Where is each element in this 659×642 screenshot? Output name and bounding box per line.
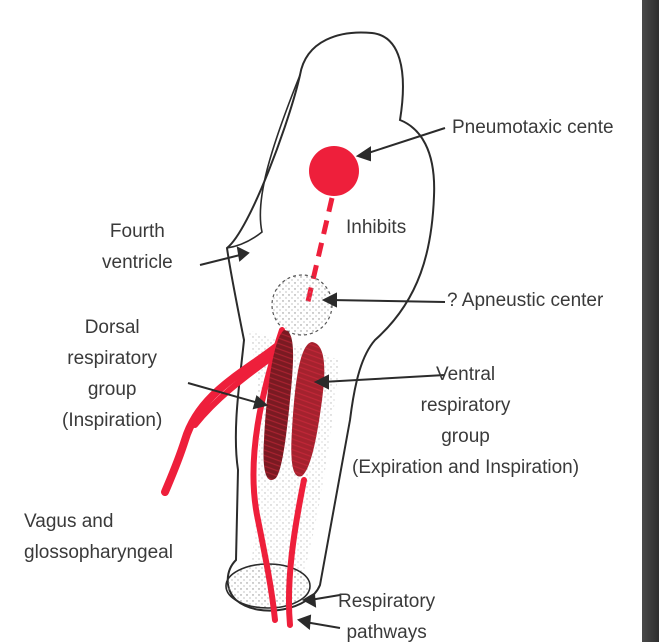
fourth-ventricle-notch xyxy=(227,75,300,248)
vagus-glossopharyngeal-label: Vagus and glossopharyngeal xyxy=(24,506,173,568)
right-edge-bar xyxy=(642,0,659,642)
pneumotaxic-arrowhead xyxy=(358,148,370,160)
pneumotaxic-center-dot xyxy=(309,146,359,196)
ventral-respiratory-group-label: Ventral respiratory group (Expiration an… xyxy=(352,359,579,483)
fourth-ventricle-leader xyxy=(200,254,244,265)
pneumotaxic-center-label: Pneumotaxic cente xyxy=(452,112,614,143)
fourth-ventricle-label: Fourth ventricle xyxy=(102,216,173,278)
apneustic-center-dot xyxy=(272,275,332,335)
fourth-ventricle-arrowhead xyxy=(238,248,248,260)
dorsal-respiratory-group-label: Dorsal respiratory group (Inspiration) xyxy=(62,312,162,436)
pathways-arrowhead-2 xyxy=(299,616,310,628)
inhibits-label: Inhibits xyxy=(346,212,406,243)
apneustic-leader xyxy=(330,300,445,302)
apneustic-center-label: ? Apneustic center xyxy=(447,285,603,316)
pneumotaxic-leader xyxy=(362,128,445,155)
respiratory-pathways-label: Respiratory pathways xyxy=(338,586,435,642)
